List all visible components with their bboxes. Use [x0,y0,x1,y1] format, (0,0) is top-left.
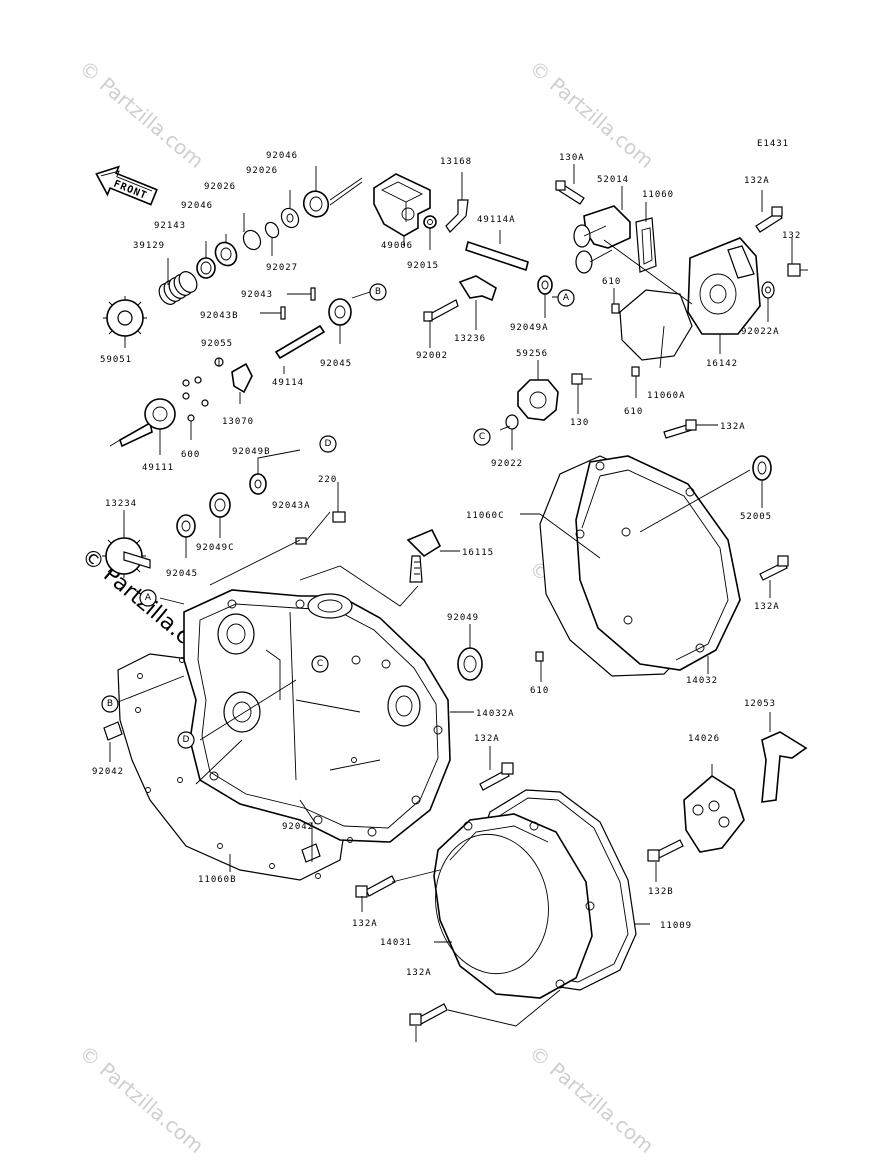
part-label: 132A [744,176,770,186]
part-label: 13070 [222,417,254,427]
part-label: 132 [782,231,801,241]
part-label: 14031 [380,938,412,948]
callout-b-case: B [107,699,113,709]
part-label: 92026 [204,182,236,192]
part-label: 130A [559,153,585,163]
part-label: 610 [530,686,549,696]
part-label: 13236 [454,334,486,344]
part-label: 14032 [686,676,718,686]
left-middle-parts [102,449,483,681]
part-label: 610 [624,407,643,417]
crankcase-cover [103,589,514,881]
part-label: 92027 [266,263,298,273]
part-label: 92045 [320,359,352,369]
part-label: 49114A [477,215,516,225]
part-label: 49111 [142,463,174,473]
callout-a-pump: A [563,293,570,303]
water-pump-parts [499,164,808,450]
part-label: 92022 [491,459,523,469]
part-label: 92043 [241,290,273,300]
part-label: 92049B [232,447,271,457]
part-label: 92045 [166,569,198,579]
part-label: 92043A [272,501,311,511]
part-label: 14026 [688,734,720,744]
part-label: 132B [648,887,674,897]
part-label: 132A [474,734,500,744]
part-label: 92022A [741,327,780,337]
part-label: 92055 [201,339,233,349]
part-label: 92049 [447,613,479,623]
callout-d-shaft: D [325,439,332,449]
callout-a-case: A [145,593,152,603]
part-label: 39129 [133,241,165,251]
callout-c-pump: C [479,432,485,442]
part-label: 59051 [100,355,132,365]
part-label: 52014 [597,175,629,185]
part-number-labels: 92046 92026 92026 92046 92143 39129 9202… [92,151,801,978]
part-label: 130 [570,418,589,428]
callout-c-case: C [317,659,323,669]
part-label: 132A [720,422,746,432]
watermark-bottom-left: © Partzilla.com [75,1040,209,1158]
watermark-top-right: © Partzilla.com [525,55,659,173]
part-label: 132A [406,968,432,978]
part-label: 16142 [706,359,738,369]
callout-a-shaft: B [375,287,381,297]
part-label: 92042 [92,767,124,777]
part-label: 11060B [198,875,237,885]
part-label: 59256 [516,349,548,359]
part-label: 610 [602,277,621,287]
part-label: 92015 [407,261,439,271]
part-label: 16115 [462,548,494,558]
part-label: 132A [352,919,378,929]
part-label: 13168 [440,157,472,167]
part-label: 11009 [660,921,692,931]
part-label: 92046 [181,201,213,211]
pump-body-parts [373,172,558,348]
part-label: 49114 [272,378,304,388]
part-label: 49006 [381,241,413,251]
clutch-cover-parts [520,419,789,682]
watermark-top-left: © Partzilla.com [75,55,209,173]
part-label: 11060A [647,391,686,401]
part-label: 92002 [416,351,448,361]
part-label: 132A [754,602,780,612]
part-label: 92049C [196,543,235,553]
part-label: 92042 [282,822,314,832]
part-label: 52005 [740,512,772,522]
part-label: 12053 [744,699,776,709]
watermark-bottom-right: © Partzilla.com [525,1040,659,1158]
front-arrow: FRONT [95,165,158,206]
part-label: 92049A [510,323,549,333]
outer-cover-parts [355,712,808,1042]
part-label: 600 [181,450,200,460]
part-label: 92143 [154,221,186,231]
part-label: 92043B [200,311,239,321]
callout-circles: B A C D A B C D [101,283,575,749]
callout-d-case: D [183,735,190,745]
shaft-stack-parts [103,166,371,455]
part-label: 11060 [642,190,674,200]
part-label: 92046 [266,151,298,161]
part-label: 92026 [246,166,278,176]
diagram-code: E1431 [757,139,789,149]
part-label: 220 [318,475,337,485]
part-label: 13234 [105,499,137,509]
part-label: 14032A [476,709,515,719]
part-label: 11060C [466,511,505,521]
